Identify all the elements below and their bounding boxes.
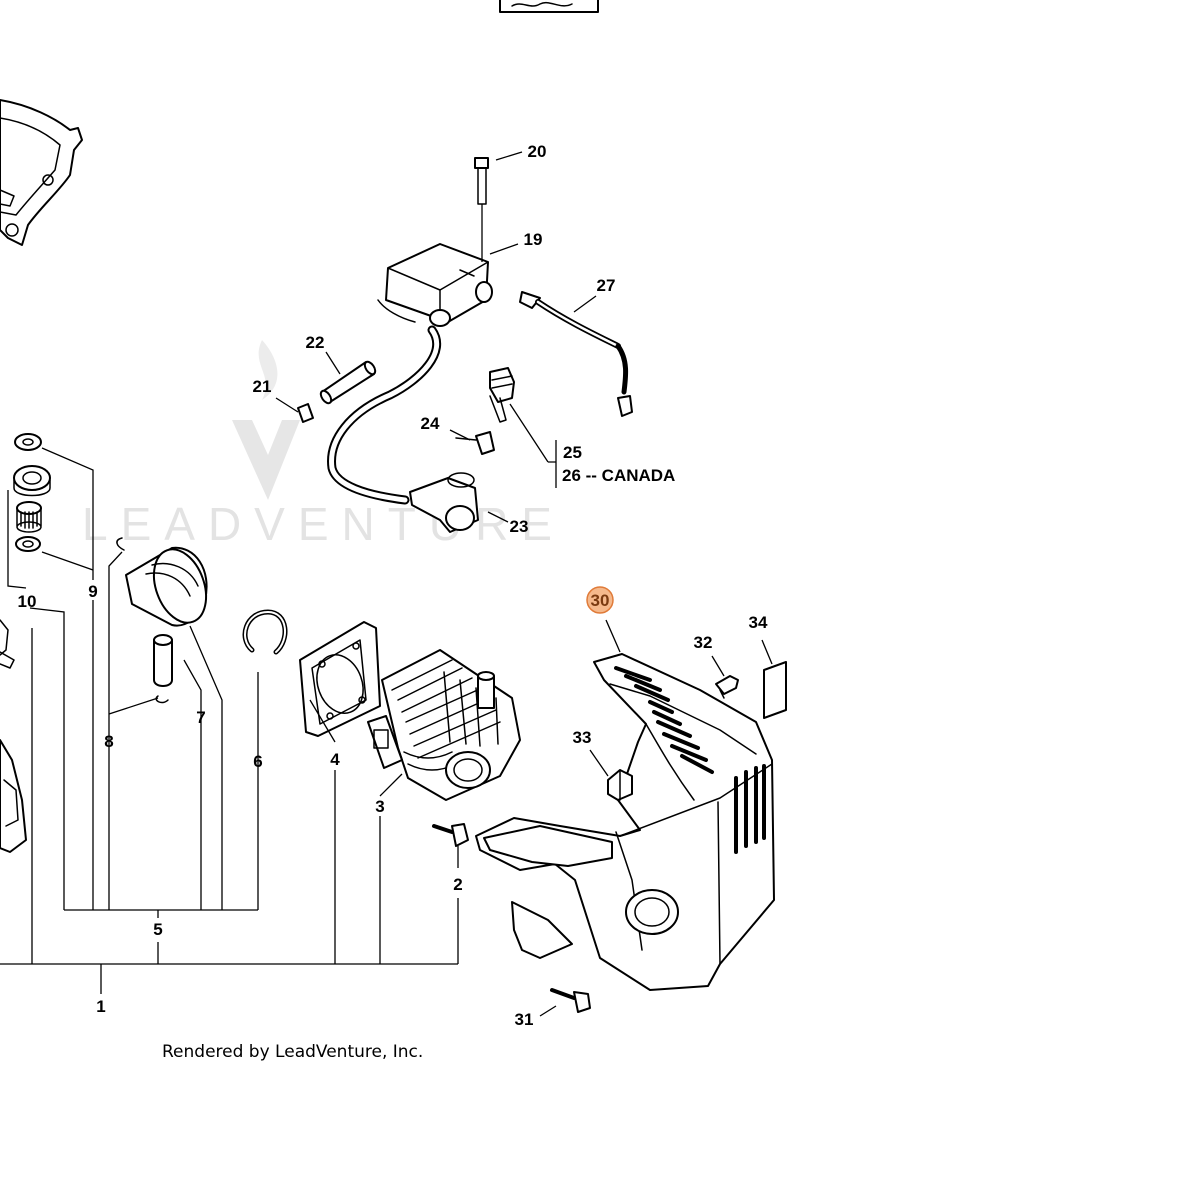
ignition-coil-part[interactable] xyxy=(377,157,493,327)
watermark-logo-icon xyxy=(232,420,300,500)
callout-20[interactable]: 20 xyxy=(528,142,547,161)
spark-plug-part[interactable] xyxy=(455,367,515,455)
cylinder-cover-part[interactable] xyxy=(475,653,775,991)
callout-8[interactable]: 8 xyxy=(104,732,113,751)
ignition-cord-part[interactable] xyxy=(327,325,442,505)
rendered-by-caption: Rendered by LeadVenture, Inc. xyxy=(162,1042,423,1062)
watermark-flame-icon xyxy=(258,340,278,400)
callout-34[interactable]: 34 xyxy=(749,613,768,632)
cropped-part-marking xyxy=(511,1,573,7)
piston-part[interactable] xyxy=(125,542,216,630)
washer-part-upper[interactable] xyxy=(14,433,42,451)
bolt-part-31[interactable] xyxy=(550,988,591,1013)
callout-3[interactable]: 3 xyxy=(375,797,384,816)
callout-9[interactable]: 9 xyxy=(88,582,97,601)
callout-5[interactable]: 5 xyxy=(153,920,162,939)
screw-part-32[interactable] xyxy=(715,675,739,699)
callout-6[interactable]: 6 xyxy=(253,752,262,771)
callout-31[interactable]: 31 xyxy=(515,1010,534,1029)
circlip-part-lower[interactable] xyxy=(155,695,169,704)
leader-lines xyxy=(0,151,773,1017)
callout-1[interactable]: 1 xyxy=(96,997,105,1016)
callout-24[interactable]: 24 xyxy=(421,414,440,433)
crankcase-part[interactable] xyxy=(0,99,83,246)
washer-part-lower[interactable] xyxy=(15,536,41,552)
tube-part[interactable] xyxy=(319,360,378,405)
callout-7[interactable]: 7 xyxy=(196,708,205,727)
gasket-part[interactable] xyxy=(299,621,381,737)
label-part-34[interactable] xyxy=(763,661,787,719)
callout-22[interactable]: 22 xyxy=(306,333,325,352)
watermark-wordmark: LEADVENTURE xyxy=(82,498,565,550)
plug-boot-part[interactable] xyxy=(409,472,479,533)
callout-26[interactable]: 26 -- CANADA xyxy=(562,466,675,485)
callout-highlight-30 xyxy=(586,586,614,614)
cropped-part-box xyxy=(499,0,599,13)
callout-30[interactable]: 30 xyxy=(591,591,610,610)
callout-2[interactable]: 2 xyxy=(453,875,462,894)
callout-27[interactable]: 27 xyxy=(597,276,616,295)
cylinder-part[interactable] xyxy=(367,649,521,847)
piston-ring-part[interactable] xyxy=(242,609,288,655)
bearing-race-part[interactable] xyxy=(13,465,51,497)
circlip-part-upper[interactable] xyxy=(116,537,125,551)
callout-32[interactable]: 32 xyxy=(694,633,713,652)
callout-19[interactable]: 19 xyxy=(524,230,543,249)
callout-10[interactable]: 10 xyxy=(18,592,37,611)
lower-left-part[interactable] xyxy=(0,619,27,853)
callout-21[interactable]: 21 xyxy=(253,377,272,396)
piston-pin-part[interactable] xyxy=(153,634,173,687)
needle-bearing-part[interactable] xyxy=(16,501,42,533)
callout-4[interactable]: 4 xyxy=(330,750,340,769)
washer-part-21[interactable] xyxy=(297,403,314,423)
callout-23[interactable]: 23 xyxy=(510,517,529,536)
ground-wire-part[interactable] xyxy=(519,291,633,417)
callout-25[interactable]: 25 xyxy=(563,443,582,462)
damper-part-33[interactable] xyxy=(607,769,633,801)
callout-33[interactable]: 33 xyxy=(573,728,592,747)
